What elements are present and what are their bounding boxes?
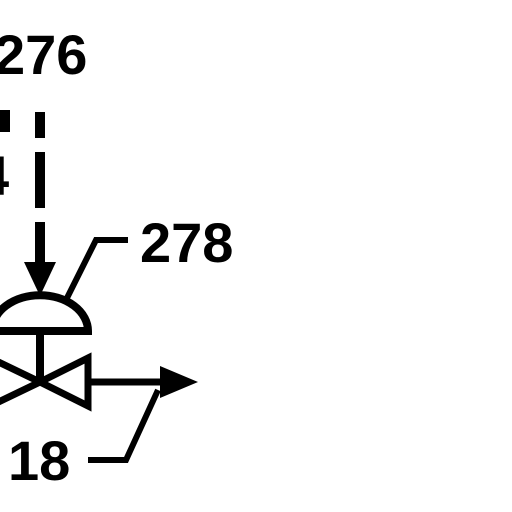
outlet-flow-arrow	[88, 366, 198, 398]
label-278: 278	[140, 211, 233, 274]
left-bracket-fragment	[0, 110, 10, 132]
label-partial-4: 4	[0, 144, 9, 207]
actuator-dome-icon	[0, 291, 93, 335]
signal-arrowhead-icon	[24, 262, 56, 296]
leader-line-18	[88, 388, 161, 463]
label-18: 18	[8, 429, 70, 492]
label-276: 276	[0, 23, 87, 86]
leader-line-278	[63, 237, 128, 302]
